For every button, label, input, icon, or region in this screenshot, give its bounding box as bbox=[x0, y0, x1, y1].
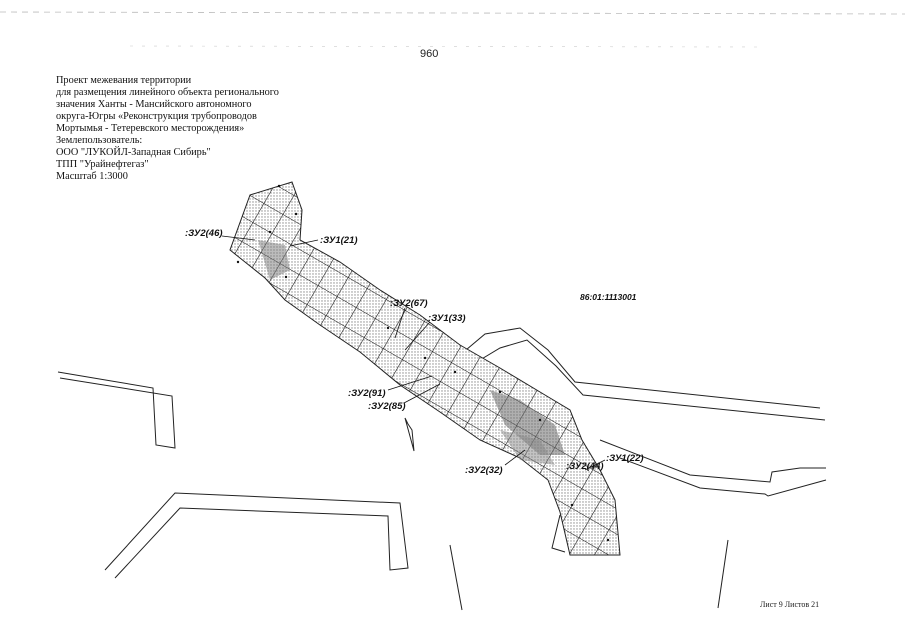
survey-point bbox=[236, 260, 240, 264]
survey-point bbox=[386, 326, 390, 330]
bottom-outline bbox=[717, 539, 729, 609]
survey-point bbox=[538, 418, 542, 422]
survey-point bbox=[294, 212, 298, 216]
survey-point bbox=[498, 390, 502, 394]
leader-line bbox=[403, 383, 441, 404]
parcel-label-zu2-32: :ЗУ2(32) bbox=[465, 465, 503, 476]
leader-line bbox=[221, 235, 256, 241]
pipeline-corridor bbox=[229, 181, 621, 556]
survey-point bbox=[570, 503, 574, 507]
title-line: значения Ханты - Мансийского автономного bbox=[56, 99, 252, 110]
cadastral-quarter-label: 86:01:1113001 bbox=[580, 292, 637, 302]
scan-edge-line bbox=[129, 45, 761, 48]
right-road-outline bbox=[459, 327, 821, 409]
parcel-label-zu2-44: :ЗУ2(44) bbox=[566, 461, 604, 472]
leader-line bbox=[394, 307, 406, 339]
dark-fill-area bbox=[500, 430, 555, 465]
survey-point bbox=[453, 370, 457, 374]
parcel-label-zu2-67: :ЗУ2(67) bbox=[390, 298, 428, 309]
parcel-label-zu1-21: :ЗУ1(21) bbox=[320, 235, 358, 246]
bottom-outline bbox=[449, 544, 463, 611]
background-outlines bbox=[57, 327, 827, 611]
land-user-division: ТПП "Урайнефтегаз" bbox=[56, 159, 149, 170]
left-road-outline bbox=[57, 371, 176, 449]
leader-line bbox=[584, 459, 606, 471]
parcel-label-zu1-22: :ЗУ1(22) bbox=[606, 453, 644, 464]
survey-point bbox=[606, 538, 610, 542]
land-user-heading: Землепользователь: bbox=[56, 135, 143, 146]
dark-fill-area bbox=[490, 390, 565, 455]
right-road-outline bbox=[469, 339, 826, 421]
sheet-counter: Лист 9 Листов 21 bbox=[760, 600, 820, 609]
leader-lines bbox=[221, 235, 606, 471]
survey-point bbox=[423, 356, 427, 360]
leader-line bbox=[504, 449, 526, 466]
title-line: Мортымья - Тетеревского месторождения» bbox=[56, 123, 245, 134]
parcel-label-zu2-85: :ЗУ2(85) bbox=[368, 401, 406, 412]
dark-fill-area bbox=[258, 240, 290, 280]
leader-line bbox=[404, 321, 431, 351]
right-lower-outline bbox=[619, 457, 827, 497]
page-number: 960 bbox=[420, 48, 439, 60]
map-scale: Масштаб 1:3000 bbox=[56, 171, 128, 182]
right-lower-outline bbox=[599, 439, 826, 483]
bottom-outline bbox=[551, 514, 566, 553]
small-flag-outline bbox=[404, 417, 415, 452]
leader-line bbox=[387, 375, 433, 391]
bottom-left-outline bbox=[104, 492, 409, 579]
parcel-label-zu1-33: :ЗУ1(33) bbox=[428, 313, 466, 324]
title-line: Проект межевания территории bbox=[56, 75, 192, 86]
corridor-grid bbox=[230, 182, 620, 555]
title-line: округа-Югры «Реконструкция трубопроводов bbox=[56, 111, 257, 122]
leader-line bbox=[289, 239, 319, 247]
title-line: для размещения линейного объекта региона… bbox=[56, 87, 279, 98]
survey-point bbox=[268, 230, 272, 234]
parcel-label-zu2-46: :ЗУ2(46) bbox=[185, 228, 223, 239]
title-block: Проект межевания территории для размещен… bbox=[56, 75, 316, 183]
parcel-label-zu2-91: :ЗУ2(91) bbox=[348, 388, 386, 399]
survey-point bbox=[284, 275, 288, 279]
survey-point bbox=[277, 184, 281, 188]
land-user-company: ООО "ЛУКОЙЛ-Западная Сибирь" bbox=[56, 147, 211, 158]
survey-points bbox=[236, 184, 610, 542]
scan-edge-line bbox=[0, 11, 905, 15]
